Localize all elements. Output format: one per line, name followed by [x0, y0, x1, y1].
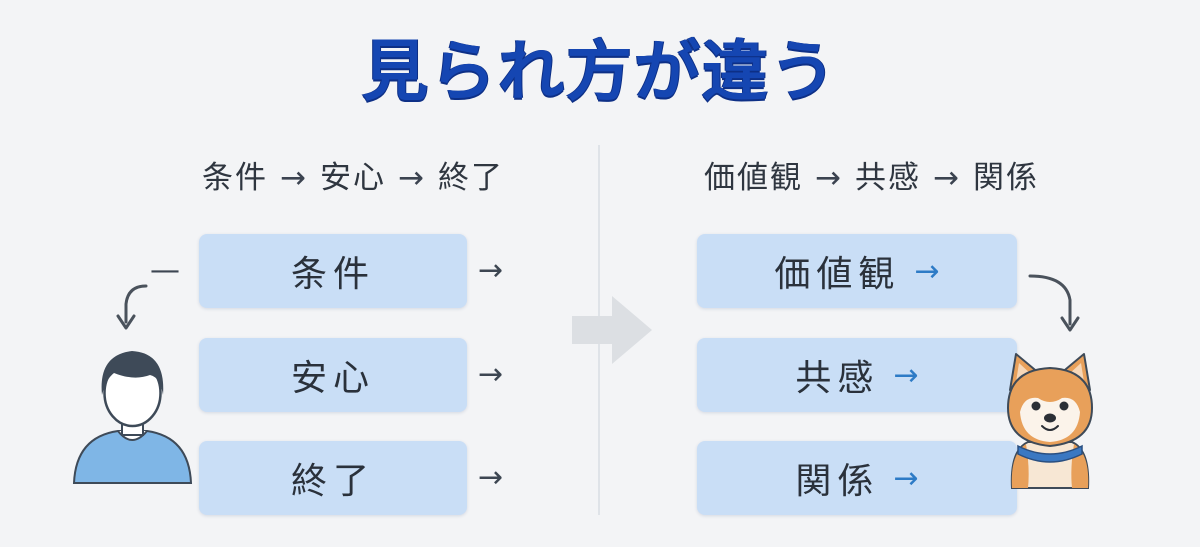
right-arrow-icon: → — [478, 460, 504, 495]
left-box-security: 安心 — [199, 338, 467, 412]
right-box-label: 共感 — [795, 358, 880, 399]
flow-separator: → — [815, 160, 843, 196]
blue-arrow-icon: → — [893, 460, 919, 496]
left-flow-heading: 条件 → 安心 → 終了 — [202, 152, 504, 197]
right-flow-step-1: 価値観 — [704, 160, 803, 196]
right-flow-heading: 価値観 → 共感 → 関係 — [704, 152, 1039, 197]
flow-separator: → — [280, 160, 308, 196]
right-box-empathy: 共感 → — [697, 338, 1017, 412]
blue-arrow-icon: → — [914, 253, 940, 289]
person-icon — [72, 351, 193, 484]
left-flow-step-3: 終了 — [437, 160, 504, 196]
page-title: 見られ方が違う — [362, 33, 838, 110]
left-flow-step-1: 条件 — [202, 160, 268, 196]
big-right-arrow-icon — [572, 296, 652, 364]
left-box-label: 終了 — [290, 461, 375, 502]
right-box-label: 関係 — [795, 461, 880, 502]
left-box-label: 安心 — [290, 358, 375, 399]
flow-separator: → — [397, 160, 426, 196]
left-box-label: 条件 — [290, 254, 375, 295]
dash-line: — — [150, 253, 180, 288]
shiba-dog-icon — [1006, 353, 1094, 489]
blue-arrow-icon: → — [893, 357, 919, 393]
left-box-condition: 条件 — [199, 234, 467, 308]
curved-down-arrow-icon — [1028, 274, 1080, 332]
left-box-end: 終了 — [199, 441, 467, 515]
right-box-label: 価値観 — [774, 254, 901, 295]
right-flow-step-2: 共感 — [854, 160, 921, 196]
left-flow-step-2: 安心 — [319, 160, 386, 196]
right-arrow-icon: → — [478, 357, 504, 392]
right-box-relationship: 関係 → — [697, 441, 1017, 515]
right-arrow-icon: → — [478, 253, 504, 288]
curved-down-arrow-icon — [116, 284, 148, 330]
flow-separator: → — [932, 160, 961, 196]
right-flow-step-3: 関係 — [972, 160, 1039, 196]
right-box-values: 価値観 → — [697, 234, 1017, 308]
